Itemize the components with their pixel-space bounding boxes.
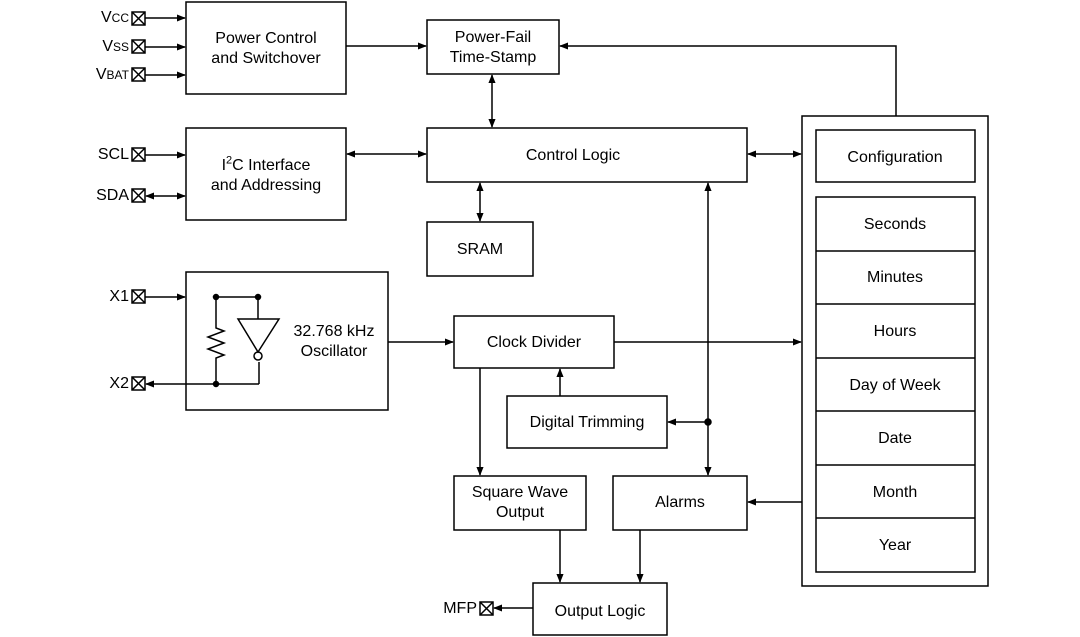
oscillator-block <box>185 271 389 411</box>
register-minutes-label: Minutes <box>866 269 924 286</box>
register-group-outer <box>801 115 989 587</box>
sram-label: SRAM <box>456 241 504 258</box>
register-day-of-week-label: Day of Week <box>849 377 941 394</box>
mfp-pin-label: MFP <box>443 600 477 617</box>
control-logic-label: Control Logic <box>525 147 621 164</box>
pin-sda-icon <box>131 188 146 203</box>
scl-pin-label: SCL <box>97 146 129 163</box>
control-logic-block <box>426 127 748 183</box>
vss-pin-label: VSS <box>102 38 129 55</box>
register-seconds-label: Seconds <box>863 216 927 233</box>
digital-trimming-block <box>506 395 668 449</box>
alarms-label: Alarms <box>655 494 705 511</box>
sda-pin-label: SDA <box>96 187 129 204</box>
power-control-block <box>185 1 347 95</box>
alarms-block <box>612 475 748 531</box>
pin-scl-icon <box>131 147 146 162</box>
time-register-group <box>815 196 976 573</box>
clock-divider-label: Clock Divider <box>486 334 582 351</box>
vcc-pin-label: VCC <box>100 9 129 26</box>
pin-vbat-icon <box>131 67 146 82</box>
pin-x2-icon <box>131 376 146 391</box>
configuration-label: Configuration <box>847 149 943 166</box>
pin-vss-icon <box>131 39 146 54</box>
oscillator-circuit <box>205 293 281 388</box>
bus-junction <box>704 418 712 426</box>
square-wave-block <box>453 475 587 531</box>
sram-block <box>426 221 534 277</box>
register-date-label: Date <box>878 430 912 447</box>
i2c-interface-block <box>185 127 347 221</box>
i2c-interface-label: I2C Interface and Addressing <box>210 154 322 194</box>
output-logic-block <box>532 582 668 636</box>
pin-mfp-icon <box>479 601 494 616</box>
pin-x1-icon <box>131 289 146 304</box>
vbat-pin-label: VBAT <box>95 66 129 83</box>
output-logic-label: Output Logic <box>554 603 646 620</box>
x2-pin-label: X2 <box>109 375 129 392</box>
digital-trimming-label: Digital Trimming <box>529 414 645 431</box>
register-month-label: Month <box>872 484 918 501</box>
register-hours-label: Hours <box>873 323 917 340</box>
configuration-register <box>815 129 976 183</box>
x1-pin-label: X1 <box>109 288 129 305</box>
pin-vcc-icon <box>131 11 146 26</box>
power-fail-block <box>426 19 560 75</box>
register-year-label: Year <box>878 537 912 554</box>
config-to-powerfail-arrow <box>559 42 897 116</box>
